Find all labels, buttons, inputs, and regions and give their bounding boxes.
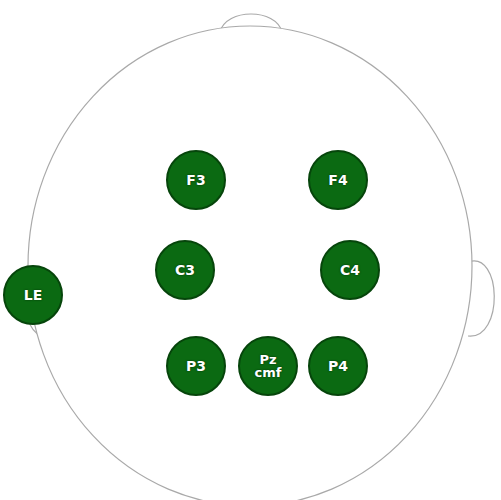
electrode-label: C3 <box>175 263 195 277</box>
electrode-circle: F4 <box>308 150 368 210</box>
electrode-label: F3 <box>186 173 205 187</box>
electrode-circle: P3 <box>166 336 226 396</box>
electrode-label: cmf <box>255 366 282 379</box>
electrode-label: F4 <box>328 173 347 187</box>
electrode-circle: LE <box>3 265 63 325</box>
electrode-circle: C4 <box>320 240 380 300</box>
electrode-label: LE <box>24 288 42 302</box>
electrode-circle: Pzcmf <box>238 336 298 396</box>
electrode-label: C4 <box>340 263 360 277</box>
electrode-circle: P4 <box>308 336 368 396</box>
electrode-circle: F3 <box>166 150 226 210</box>
scalp <box>28 26 472 500</box>
electrode-label: P4 <box>328 359 348 373</box>
electrode-circle: C3 <box>155 240 215 300</box>
electrode-label: P3 <box>186 359 206 373</box>
electrode-label: Pz <box>259 353 276 366</box>
